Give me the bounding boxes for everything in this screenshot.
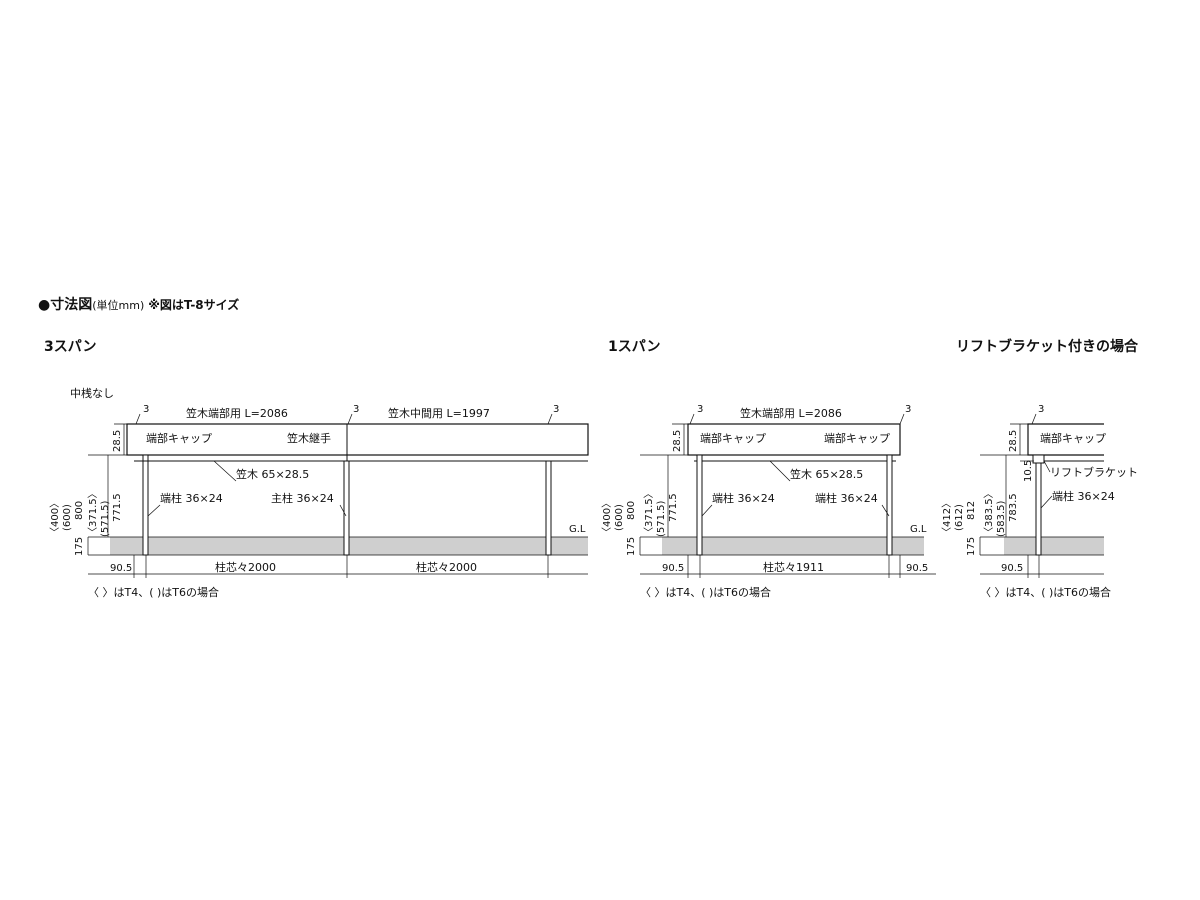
top-rail-size-leader [213,460,237,482]
outer-height-t6: (612) [954,504,965,531]
gl-label: G.L [910,524,927,535]
top-rail-size-leader [769,460,791,482]
offset-label: 90.5 [110,563,132,574]
lift-bracket-leader [1043,460,1051,473]
end-post-leader [147,504,161,517]
section-title-lift-bracket: リフトブラケット付きの場合 [956,339,1138,355]
outer-height-t6: (600) [62,504,73,531]
ground-hatch [662,537,924,555]
no-middle-rail-label: 中桟なし [70,386,114,400]
one-span-drawing: G.L 笠木端部用 L=2086 3 3 端部キャップ 端部キャップ 笠木 65… [601,404,936,599]
end-post-right-label: 端柱 36×24 [815,491,878,505]
footnote-one-span: 〈 〉はT4、( )はT6の場合 [640,585,771,599]
gap-b-label: 3 [905,404,911,415]
rail-height-label: 28.5 [112,430,123,452]
gap-a-leader [689,413,695,425]
inner-height-t6: (571.5) [100,500,111,537]
gap-a-leader [135,413,141,425]
offset-right-label: 90.5 [906,563,928,574]
top-rail [126,423,589,456]
end-post-left [696,454,703,556]
offset-left-label: 90.5 [662,563,684,574]
end-cap-label: 端部キャップ [1040,431,1106,445]
top-rail [687,423,901,456]
end-cap-right-label: 端部キャップ [824,431,890,445]
section-title-one-span: 1スパン [608,339,661,355]
inner-height-t8: 771.5 [112,493,123,522]
main-post-2 [545,460,552,556]
end-post [142,454,149,556]
end-post-label: 端柱 36×24 [1052,489,1115,503]
end-post-right [886,454,893,556]
title-text: ●寸法図 [38,297,93,313]
outer-height-t4: 〈400〉 [49,498,61,537]
inner-height-t6: (583.5) [996,500,1007,537]
section-title-three-span: 3スパン [44,339,97,355]
top-rail [1027,423,1104,456]
gap-a-label: 3 [143,404,149,415]
end-post-leader [1040,495,1053,509]
gap-b-leader [899,413,905,425]
main-post-label: 主柱 36×24 [271,491,334,505]
ground-hatch [1004,537,1104,555]
lift-bracket-part [1032,454,1045,464]
end-post-right-leader [881,504,890,517]
pitch-1-label: 柱芯々2000 [215,560,276,574]
gl-label: G.L [569,524,586,535]
pitch-2-label: 柱芯々2000 [416,560,477,574]
embed-label: 175 [626,537,637,556]
inner-height-t6: (571.5) [656,500,667,537]
main-post-leader [339,504,347,517]
top-rail-end-label: 笠木端部用 L=2086 [186,406,288,420]
gap-label: 3 [1038,404,1044,415]
gap-c-leader [547,413,553,425]
lift-bracket-drawing: 3 端部キャップ リフトブラケット 端柱 36×24 28.5 10.5 〈41… [941,404,1138,599]
end-cap-label: 端部キャップ [146,431,212,445]
outer-height-t4: 〈400〉 [601,498,613,537]
embed-label: 175 [74,537,85,556]
gap-b-label: 3 [353,404,359,415]
top-rail-size-label: 笠木 65×28.5 [790,467,863,481]
lift-bracket-label: リフトブラケット [1050,465,1138,479]
gap-leader [1031,413,1037,425]
end-post-left-label: 端柱 36×24 [712,491,775,505]
end-cap-left-label: 端部キャップ [700,431,766,445]
inner-height-t4: 〈383.5〉 [983,488,995,537]
outer-height-t8: 800 [626,501,637,520]
main-post-1 [343,460,350,556]
offset-label: 90.5 [1001,563,1023,574]
inner-height-t8: 783.5 [1008,493,1019,522]
gap-b-leader [347,413,353,425]
footnote-three-span: 〈 〉はT4、( )はT6の場合 [88,585,219,599]
gap-c-label: 3 [553,404,559,415]
end-post-label: 端柱 36×24 [160,491,223,505]
top-rail-end-label: 笠木端部用 L=2086 [740,406,842,420]
top-rail-mid-label: 笠木中間用 L=1997 [388,406,490,420]
end-post-left-leader [701,504,713,517]
three-span-drawing: 中桟なし G.L 笠木端部用 L=2086 笠木中間用 L=1997 3 3 3 [49,386,589,599]
gap-a-label: 3 [697,404,703,415]
rail-height-label: 28.5 [672,430,683,452]
top-rail-size-label: 笠木 65×28.5 [236,467,309,481]
rail-joint-label: 笠木継手 [287,431,331,445]
rail-height-label: 28.5 [1008,430,1019,452]
outer-height-t8: 800 [74,501,85,520]
page-title: ●寸法図(単位mm)※図はT-8サイズ [38,294,239,314]
outer-height-t6: (600) [614,504,625,531]
inner-height-t4: 〈371.5〉 [87,488,99,537]
footnote-lift-bracket: 〈 〉はT4、( )はT6の場合 [980,585,1111,599]
pitch-label: 柱芯々1911 [763,560,824,574]
inner-height-t8: 771.5 [668,493,679,522]
inner-height-t4: 〈371.5〉 [643,488,655,537]
end-post [1035,460,1042,556]
size-note: ※図はT-8サイズ [148,298,240,312]
embed-label: 175 [966,537,977,556]
bracket-height-label: 10.5 [1023,460,1034,482]
outer-height-t8: 812 [966,501,977,520]
unit-note: (単位mm) [92,299,145,312]
outer-height-t4: 〈412〉 [941,498,953,537]
